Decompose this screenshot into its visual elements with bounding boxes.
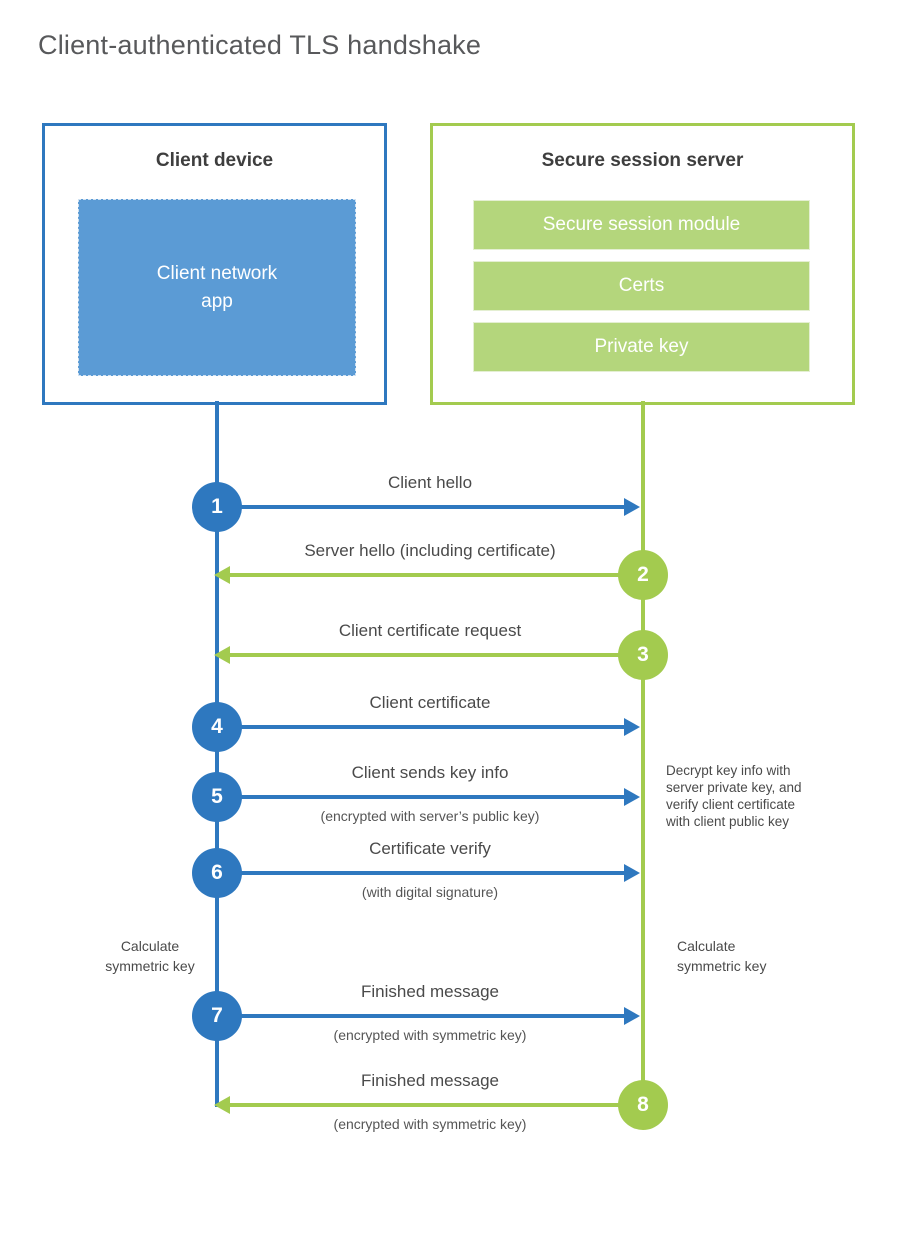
arrowhead-left-icon xyxy=(214,1096,230,1114)
secure-session-server-box: Secure session server Secure session mod… xyxy=(430,123,855,405)
message-line xyxy=(230,573,643,577)
message-label: Client hello xyxy=(387,473,473,492)
calculate-symmetric-key-note-server: Calculate symmetric key xyxy=(677,938,767,974)
arrowhead-right-icon xyxy=(624,864,640,882)
arrowhead-right-icon xyxy=(624,1007,640,1025)
message-line xyxy=(217,1014,624,1018)
message-sublabel: (encrypted with symmetric key) xyxy=(333,1116,527,1132)
step-badge-4: 4 xyxy=(192,702,242,752)
arrowhead-right-icon xyxy=(624,718,640,736)
arrowhead-left-icon xyxy=(214,566,230,584)
arrowhead-left-icon xyxy=(214,646,230,664)
arrowhead-right-icon xyxy=(624,788,640,806)
client-lifeline xyxy=(215,401,219,1107)
message-label: Finished message xyxy=(361,982,499,1001)
message-sublabel: (encrypted with symmetric key) xyxy=(333,1027,527,1043)
client-network-app-box: Client network app xyxy=(78,199,356,376)
step-badge-2: 2 xyxy=(618,550,668,600)
step-badge-5: 5 xyxy=(192,772,242,822)
message-line xyxy=(217,871,624,875)
message-label: Certificate verify xyxy=(369,839,491,858)
calculate-symmetric-key-note-client: Calculate symmetric key xyxy=(105,938,195,974)
message-line xyxy=(217,725,624,729)
decrypt-key-note: Decrypt key info with server private key… xyxy=(666,763,802,829)
message-sublabel: (encrypted with server’s public key) xyxy=(320,808,540,824)
server-certs-bar: Certs xyxy=(473,261,810,311)
message-label: Finished message xyxy=(361,1071,499,1090)
step-badge-3: 3 xyxy=(618,630,668,680)
server-lifeline xyxy=(641,401,645,1110)
message-line xyxy=(230,653,643,657)
step-badge-6: 6 xyxy=(192,848,242,898)
client-device-box: Client device Client network app xyxy=(42,123,387,405)
arrowhead-right-icon xyxy=(624,498,640,516)
step-badge-8: 8 xyxy=(618,1080,668,1130)
message-line xyxy=(217,795,624,799)
server-module-bar: Secure session module xyxy=(473,200,810,250)
message-line xyxy=(217,505,624,509)
secure-session-server-title: Secure session server xyxy=(541,150,744,171)
server-private-key-bar: Private key xyxy=(473,322,810,372)
client-device-title: Client device xyxy=(155,150,274,171)
message-sublabel: (with digital signature) xyxy=(361,884,499,900)
message-line xyxy=(230,1103,643,1107)
message-label: Client sends key info xyxy=(351,763,509,782)
step-badge-1: 1 xyxy=(192,482,242,532)
message-label: Server hello (including certificate) xyxy=(304,541,556,560)
step-badge-7: 7 xyxy=(192,991,242,1041)
message-label: Client certificate xyxy=(369,693,491,712)
page-title: Client-authenticated TLS handshake xyxy=(38,30,482,60)
message-label: Client certificate request xyxy=(338,621,522,640)
